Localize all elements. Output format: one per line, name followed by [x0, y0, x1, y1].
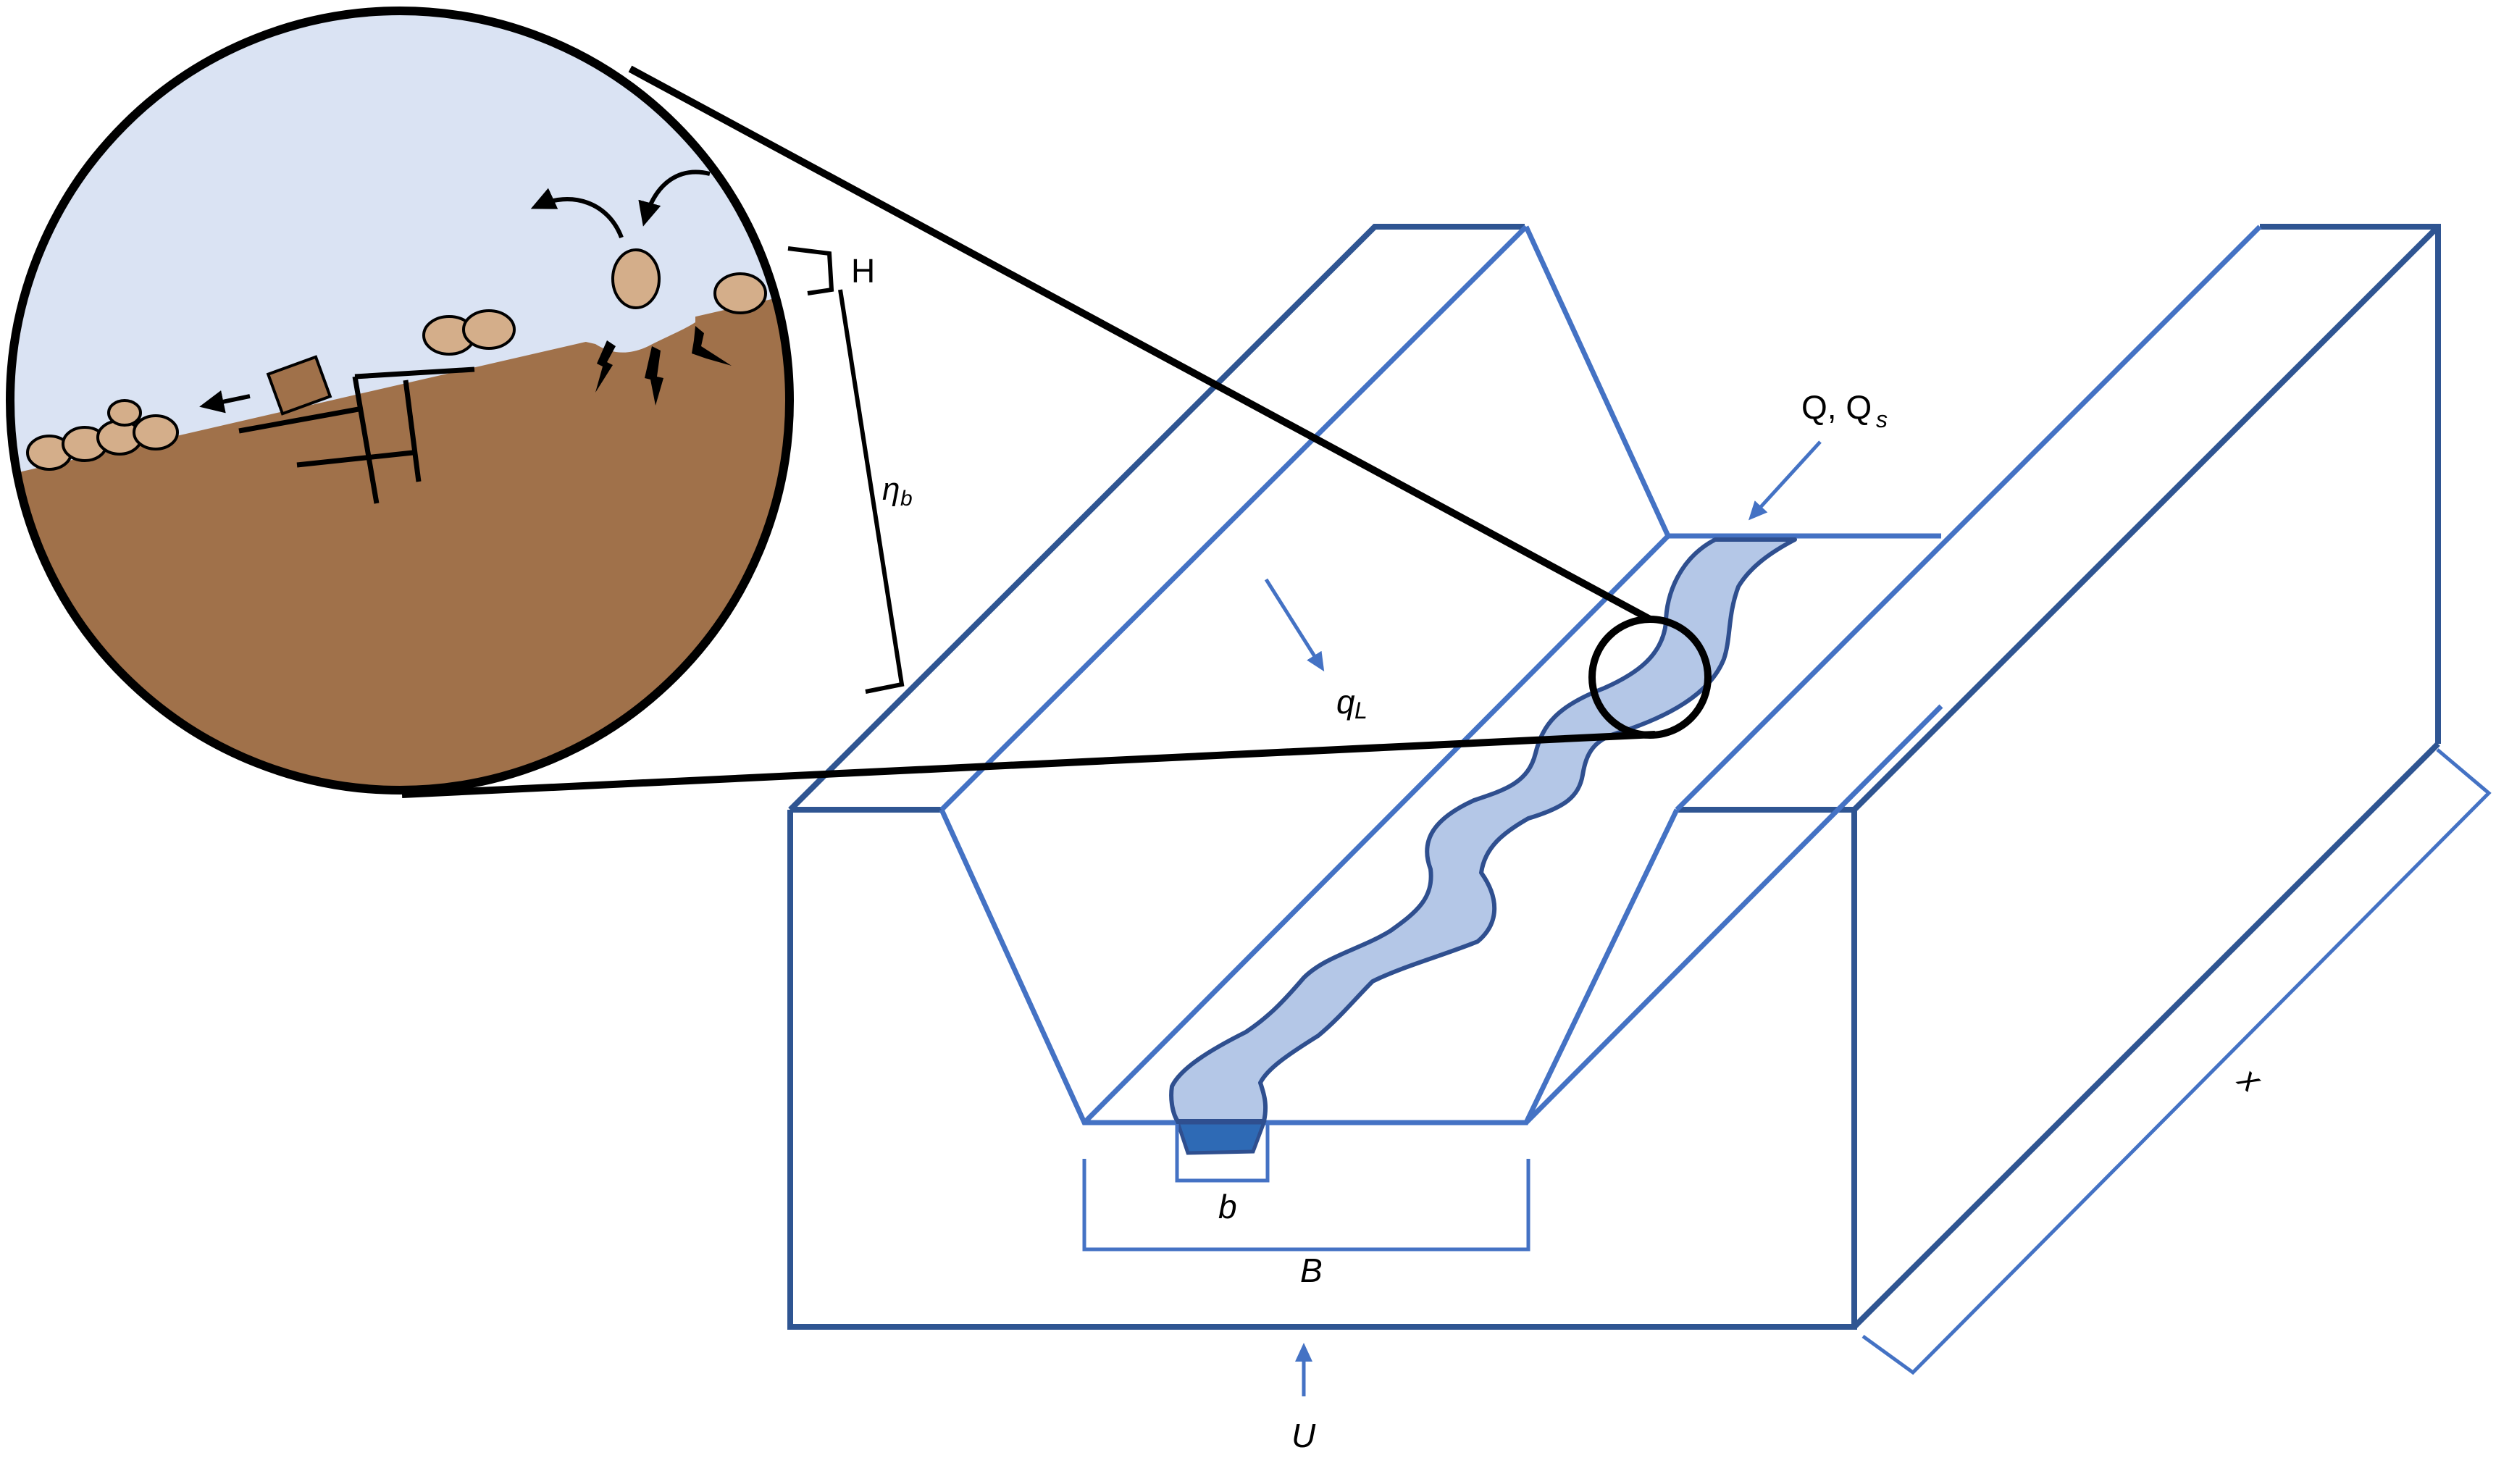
magnifier-target-ring — [1588, 616, 1712, 739]
block-motion-arrow — [199, 390, 251, 414]
valley-left-wall-top — [939, 225, 1528, 812]
channel-mouth — [1175, 1120, 1267, 1155]
valley-floor-left — [1082, 534, 1670, 1125]
fracture-lines — [238, 366, 475, 504]
uplift-label: U — [1291, 1417, 1316, 1454]
sediment-grains — [26, 248, 767, 471]
channel-body — [1169, 537, 1797, 1123]
thickness-brackets — [787, 246, 905, 694]
distance-bracket — [1861, 748, 2492, 1375]
distance-label: x — [2231, 1059, 2270, 1100]
channel-width-bracket — [1175, 1124, 1270, 1183]
impact-marks — [595, 326, 732, 406]
zoom-inset: H η b — [6, 7, 913, 795]
river-channel — [1169, 537, 1797, 1155]
moving-block — [266, 355, 332, 416]
bedrock-elevation-label: η — [882, 471, 900, 507]
valley-width-bracket — [1082, 1159, 1530, 1252]
block-left-ridge — [788, 224, 1525, 812]
discharge-subscript: s — [1876, 406, 1888, 432]
block-right-ridge-top — [2260, 224, 2441, 744]
block-right-bottom-edge — [1852, 742, 2440, 1329]
discharge-arrow — [1748, 440, 1822, 521]
lateral-inflow-arrow — [1264, 578, 1325, 672]
valley-width-label: B — [1300, 1252, 1323, 1289]
channel-width-label: b — [1218, 1188, 1237, 1225]
lateral-inflow-label: q — [1336, 683, 1355, 721]
valley-left-wall-back — [1523, 225, 1671, 537]
discharge-label: Q, Q — [1801, 388, 1872, 426]
lateral-inflow-subscript: L — [1354, 697, 1368, 724]
magnifier-connector — [401, 65, 1656, 798]
valley-cross-section — [939, 808, 1680, 1125]
block-right-back-edge — [1852, 225, 2440, 812]
inset-frame — [6, 7, 794, 795]
sediment-depth-label: H — [851, 252, 875, 290]
deposition-arrow — [638, 169, 711, 227]
valley-floor-right — [1524, 704, 1943, 1125]
inset-soil — [10, 293, 790, 790]
dimension-marks — [1082, 440, 2492, 1396]
entrainment-arrow — [530, 188, 624, 239]
bedrock-elevation-subscript: b — [900, 487, 913, 511]
valley-block — [787, 224, 2441, 1330]
valley-right-wall — [1675, 225, 2262, 812]
